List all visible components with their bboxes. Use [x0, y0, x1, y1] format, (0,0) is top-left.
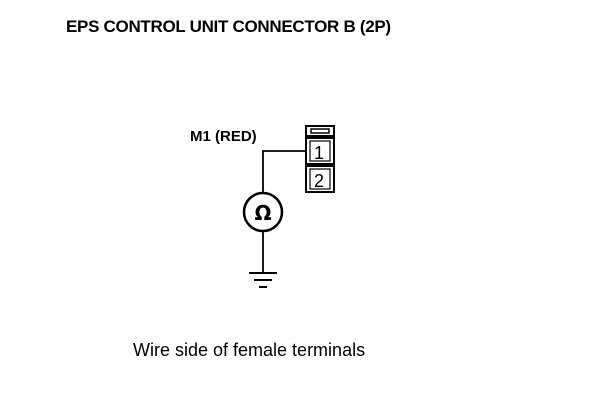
connector-pin-2	[305, 165, 335, 193]
wire-label: M1 (RED)	[190, 128, 257, 145]
ground-icon	[249, 272, 277, 288]
wiring	[262, 150, 306, 272]
diagram-title: EPS CONTROL UNIT CONNECTOR B (2P)	[66, 17, 391, 36]
diagram-caption: Wire side of female terminals	[133, 340, 366, 360]
probe-wire	[262, 150, 306, 193]
ohmmeter-icon	[242, 191, 284, 233]
ohm-symbol: Ω	[254, 201, 271, 225]
pin-1-label: 1	[314, 143, 324, 163]
pin-2-label: 2	[314, 171, 324, 191]
connector-lock-tab	[305, 125, 335, 137]
